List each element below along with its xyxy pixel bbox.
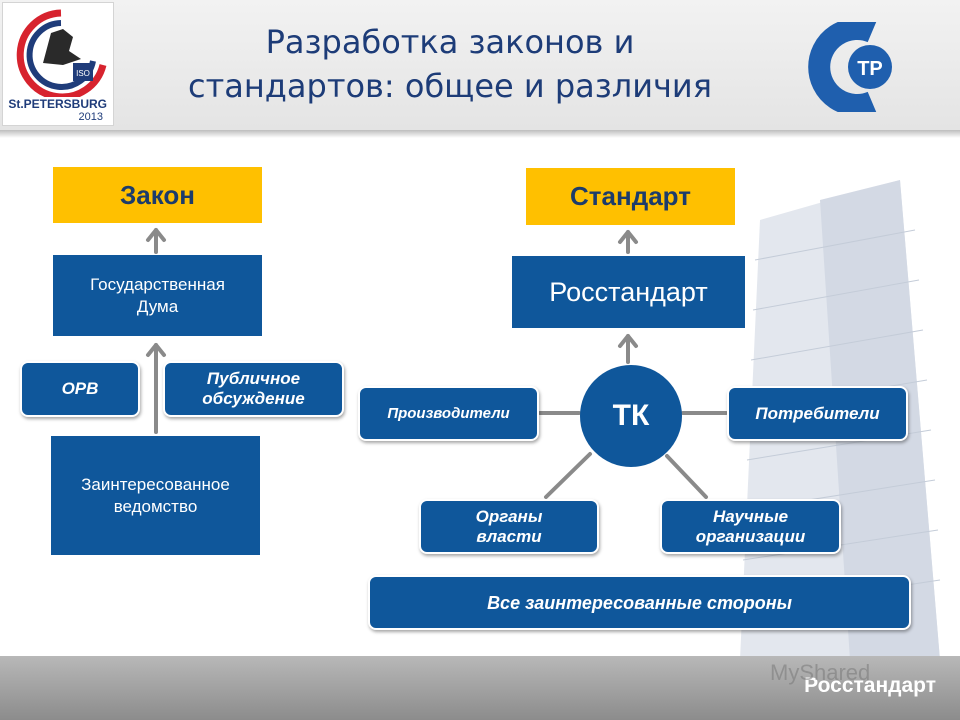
title-line-2: стандартов: общее и различия: [188, 67, 712, 105]
authorities-line-1: Органы: [475, 506, 543, 526]
consumers-label: Потребители: [755, 403, 880, 423]
svg-text:ISO: ISO: [76, 69, 90, 78]
title-line-1: Разработка законов и: [265, 23, 635, 61]
science-orgs-box: Научные организации: [660, 499, 841, 554]
science-orgs-line-1: Научные: [712, 506, 789, 526]
science-orgs-line-2: организации: [695, 526, 806, 546]
spb-emblem-icon: ISO: [16, 9, 107, 101]
consumers-box: Потребители: [727, 386, 908, 441]
slide-header: ISO St.PETERSBURG 2013 Разработка законо…: [0, 0, 960, 130]
state-duma-line-2: Дума: [136, 296, 179, 316]
all-stakeholders-label: Все заинтересованные стороны: [487, 592, 792, 613]
svg-text:ТР: ТР: [857, 58, 883, 80]
producers-box: Производители: [358, 386, 539, 441]
event-logo-year: 2013: [78, 111, 103, 123]
standard-heading: Стандарт: [526, 168, 735, 225]
tk-label: ТК: [612, 399, 650, 432]
public-discussion-line-2: обсуждение: [202, 389, 305, 408]
slide-title: Разработка законов и стандартов: общее и…: [120, 20, 780, 108]
orv-label: ОРВ: [61, 379, 99, 398]
rosstandart-label: Росстандарт: [549, 276, 708, 307]
orv-box: ОРВ: [20, 361, 140, 417]
law-heading: Закон: [53, 167, 262, 223]
interested-agency-line-1: Заинтересованное: [81, 474, 230, 494]
slide-footer: Росстандарт: [0, 656, 960, 720]
public-discussion-box: Публичное обсуждение: [163, 361, 344, 417]
spb-2013-logo: ISO St.PETERSBURG 2013: [2, 2, 114, 126]
interested-agency-line-2: ведомство: [113, 496, 198, 516]
header-shadow: [0, 130, 960, 138]
tk-circle: ТК: [580, 365, 682, 467]
rosstandart-box: Росстандарт: [512, 256, 745, 328]
authorities-line-2: власти: [476, 526, 542, 546]
authorities-box: Органы власти: [419, 499, 599, 554]
all-stakeholders-box: Все заинтересованные стороны: [368, 575, 911, 630]
event-logo-text: St.PETERSBURG: [8, 97, 107, 111]
public-discussion-line-1: Публичное: [206, 369, 301, 388]
state-duma-line-1: Государственная: [90, 274, 225, 294]
producers-label: Производители: [387, 404, 510, 422]
interested-agency-box: Заинтересованное ведомство: [51, 436, 260, 555]
state-duma-box: Государственная Дума: [53, 255, 262, 336]
watermark: MyShared: [770, 660, 871, 685]
footer-org-name: Росстандарт: [804, 674, 936, 697]
rosstandart-logo-icon: ТР: [808, 22, 892, 112]
